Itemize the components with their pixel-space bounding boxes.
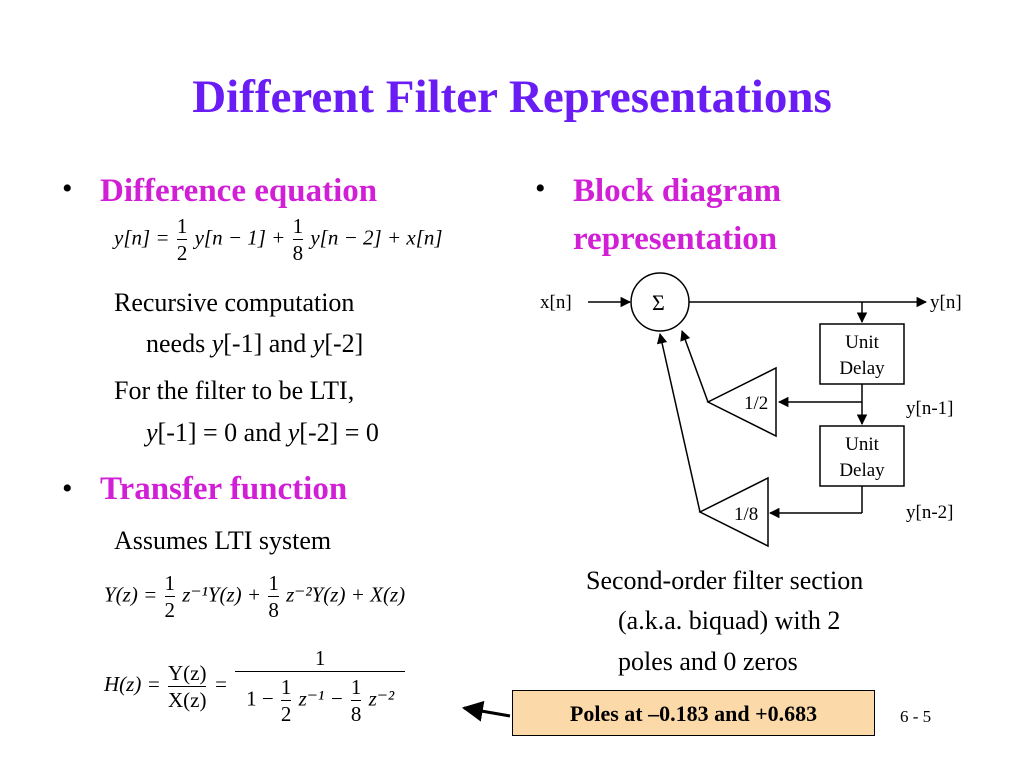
recursive-line1: Recursive computation — [114, 288, 355, 317]
delay2-line1: Unit — [845, 434, 880, 455]
page-number: 6 - 5 — [900, 707, 932, 726]
delay1-line1: Unit — [845, 332, 880, 353]
gain2-label: 1/8 — [734, 504, 758, 525]
bullet-dot: • — [62, 172, 73, 205]
heading-difference-equation: Difference equation — [100, 173, 378, 209]
lti-line2: y[-1] = 0 and y[-2] = 0 — [146, 418, 379, 447]
heading-representation: representation — [573, 221, 778, 257]
gain1-feedback-arrow — [680, 330, 709, 403]
delay2-line2: Delay — [839, 460, 885, 481]
output-label: y[n] — [930, 292, 962, 313]
slide-title: Different Filter Representations — [192, 71, 832, 123]
callout-arrow — [461, 700, 511, 722]
gain2-feedback-arrow — [656, 332, 701, 513]
caption-line3: poles and 0 zeros — [618, 647, 798, 676]
poles-callout: Poles at –0.183 and +0.683 — [512, 690, 875, 736]
caption-line1: Second-order filter section — [586, 566, 864, 595]
assumes-lti: Assumes LTI system — [114, 526, 332, 555]
gain1-label: 1/2 — [744, 393, 768, 414]
unit-delay-1 — [819, 323, 905, 385]
tap1-label: y[n-1] — [906, 398, 953, 419]
lti-line1: For the filter to be LTI, — [114, 376, 355, 405]
bullet-dot: • — [62, 472, 73, 505]
gain-triangle-1 — [706, 366, 777, 438]
bullet-dot: • — [535, 172, 546, 205]
caption-line2: (a.k.a. biquad) with 2 — [618, 606, 841, 635]
input-label: x[n] — [540, 292, 572, 313]
delay1-line2: Delay — [839, 358, 885, 379]
heading-transfer-function: Transfer function — [100, 471, 348, 507]
tap2-label: y[n-2] — [906, 502, 953, 523]
heading-block-diagram: Block diagram — [573, 173, 782, 209]
gain-triangle-2 — [698, 476, 769, 548]
sigma-symbol: Σ — [652, 290, 665, 315]
recursive-line2: needs y[-1] and y[-2] — [146, 329, 364, 358]
